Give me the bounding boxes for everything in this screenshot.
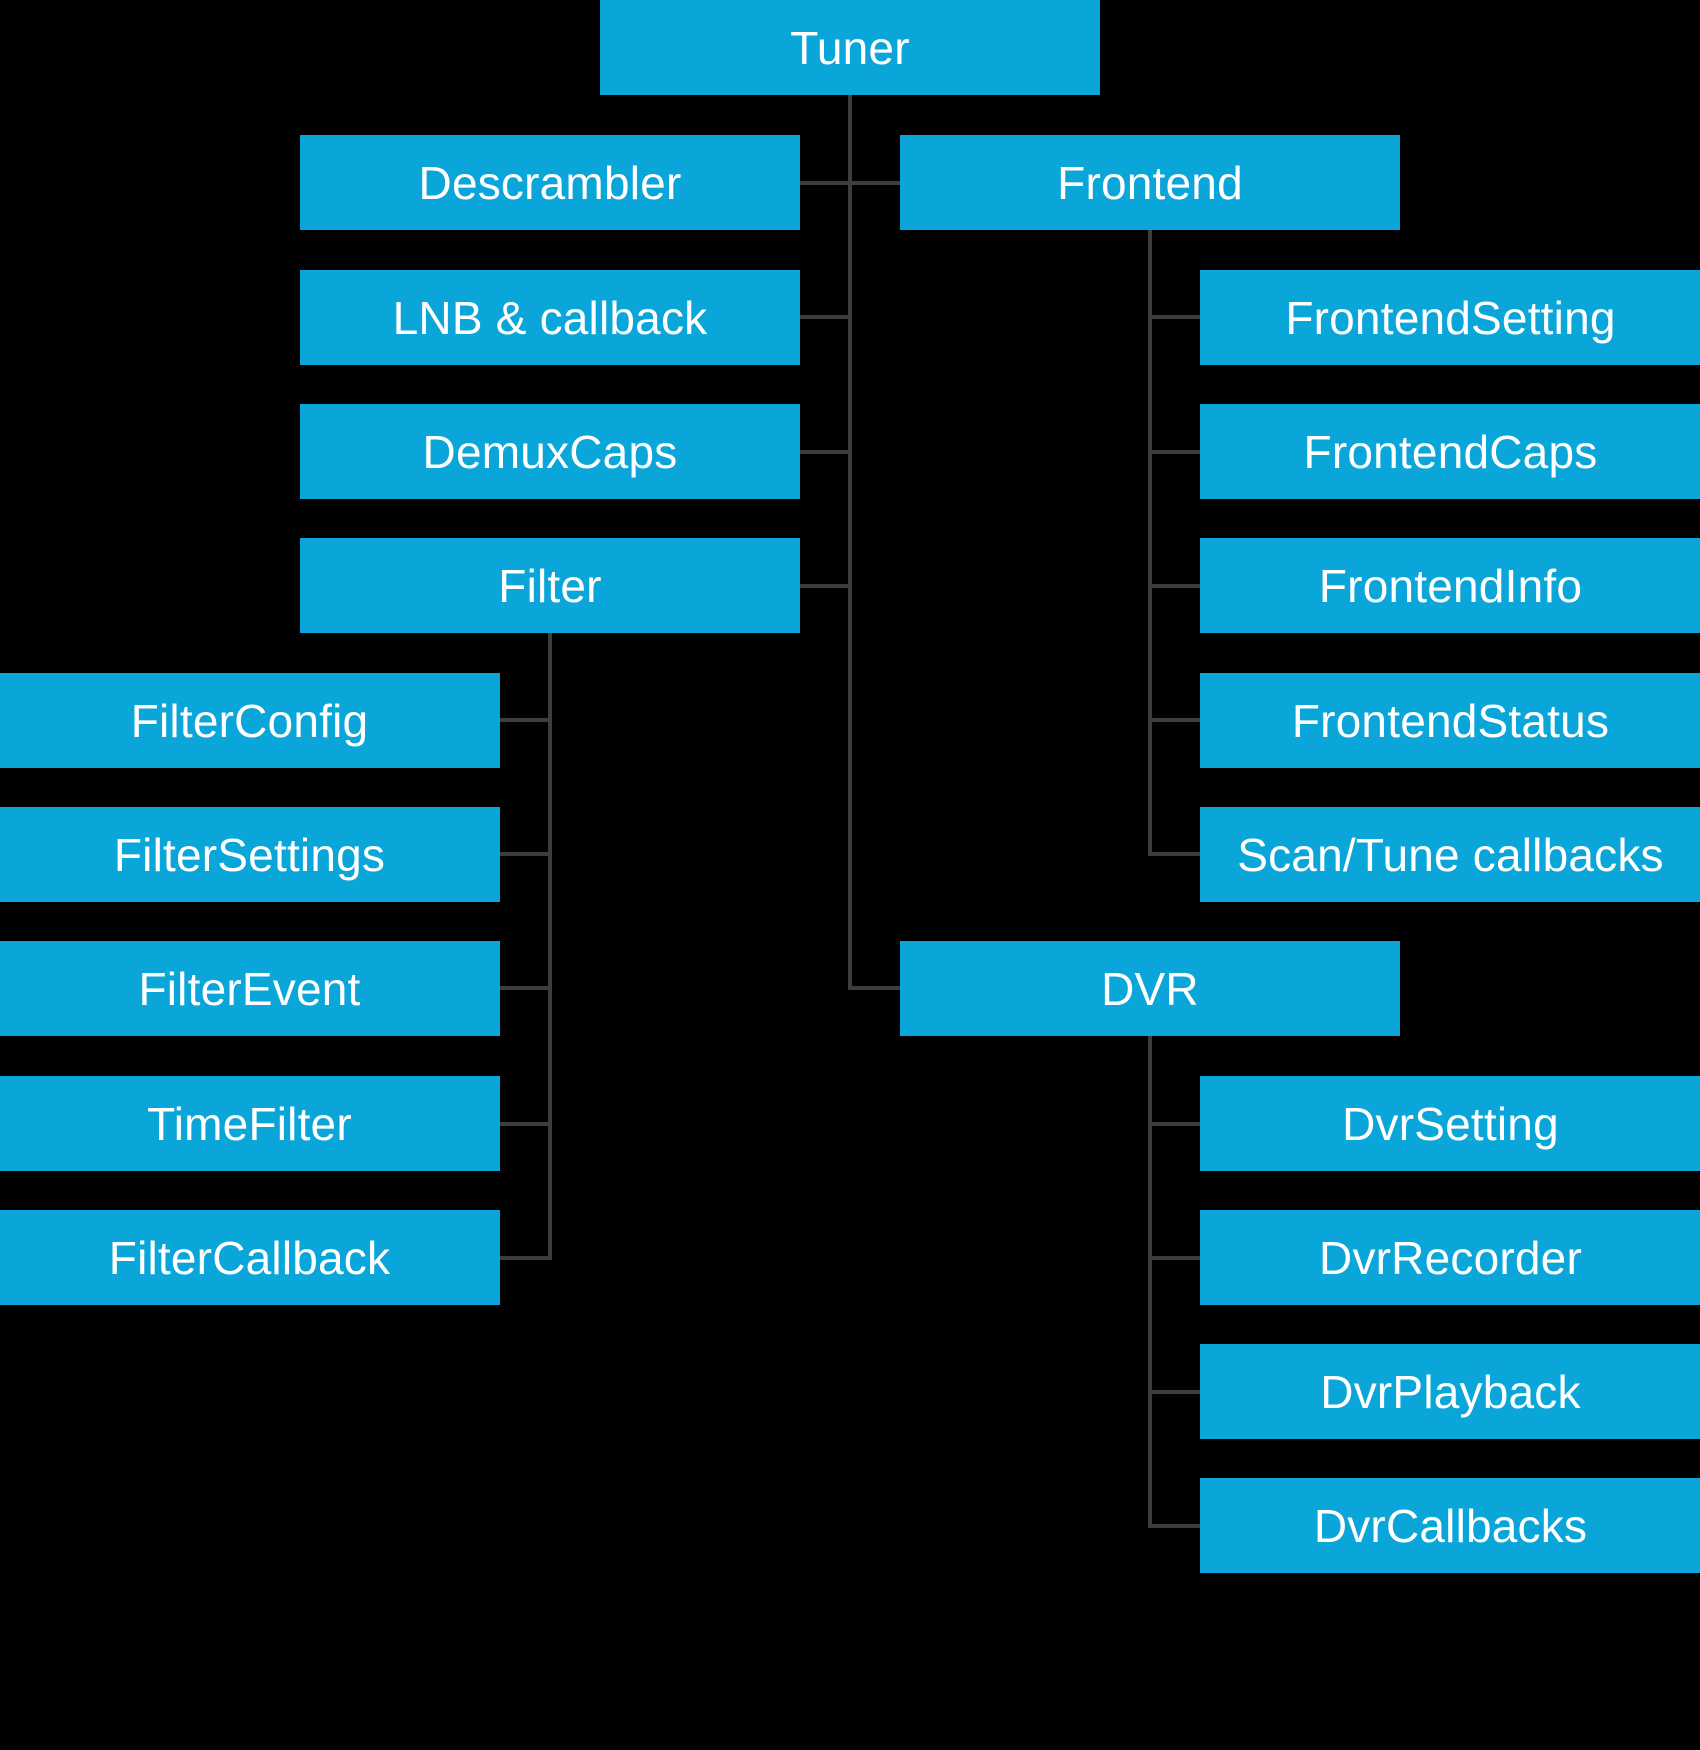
node-label-dvrrecorder: DvrRecorder (1319, 1231, 1582, 1284)
node-filtersettings[interactable]: FilterSettings (0, 807, 500, 902)
node-label-dvr: DVR (1101, 962, 1199, 1015)
connector-filter-spine (548, 633, 552, 1258)
node-label-frontendstatus: FrontendStatus (1291, 694, 1610, 747)
node-label-scantune-callbacks: Scan/Tune callbacks (1237, 828, 1664, 881)
connector-tuner-demuxcaps (800, 450, 852, 454)
node-frontendstatus[interactable]: FrontendStatus (1200, 673, 1700, 768)
connector-frontend-setting (1148, 315, 1204, 319)
node-timefilter[interactable]: TimeFilter (0, 1076, 500, 1171)
connector-tuner-lnb (800, 315, 852, 319)
node-filterevent[interactable]: FilterEvent (0, 941, 500, 1036)
node-label-dvrplayback: DvrPlayback (1320, 1365, 1581, 1418)
node-dvrrecorder[interactable]: DvrRecorder (1200, 1210, 1700, 1305)
connector-tuner-spine (848, 95, 852, 989)
node-label-filterconfig: FilterConfig (130, 694, 369, 747)
node-filter[interactable]: Filter (300, 538, 800, 633)
connector-filter-callback (500, 1256, 552, 1260)
node-label-filter: Filter (498, 559, 602, 612)
connector-frontend-caps (1148, 450, 1204, 454)
node-label-frontendcaps: FrontendCaps (1303, 425, 1598, 478)
node-dvrcallbacks[interactable]: DvrCallbacks (1200, 1478, 1700, 1573)
connector-frontend-scantune (1148, 852, 1204, 856)
node-label-demuxcaps: DemuxCaps (422, 425, 678, 478)
node-frontendsetting[interactable]: FrontendSetting (1200, 270, 1700, 365)
node-dvr[interactable]: DVR (900, 941, 1400, 1036)
connector-filter-event (500, 986, 552, 990)
node-filterconfig[interactable]: FilterConfig (0, 673, 500, 768)
connector-frontend-spine (1148, 230, 1152, 854)
node-scantune-callbacks[interactable]: Scan/Tune callbacks (1200, 807, 1700, 902)
node-label-timefilter: TimeFilter (147, 1097, 352, 1150)
node-frontendcaps[interactable]: FrontendCaps (1200, 404, 1700, 499)
node-label-dvrcallbacks: DvrCallbacks (1313, 1499, 1588, 1552)
connector-tuner-dvr (848, 986, 904, 990)
connector-dvr-spine (1148, 1036, 1152, 1526)
node-label-lnb-callback: LNB & callback (392, 291, 708, 344)
node-label-filtersettings: FilterSettings (113, 828, 386, 881)
node-label-tuner: Tuner (790, 21, 910, 74)
node-tuner[interactable]: Tuner (600, 0, 1100, 95)
connector-filter-config (500, 718, 552, 722)
connector-dvr-recorder (1148, 1256, 1204, 1260)
node-label-frontend: Frontend (1057, 156, 1243, 209)
node-lnb-callback[interactable]: LNB & callback (300, 270, 800, 365)
connector-dvr-callbacks (1148, 1524, 1204, 1528)
connector-tuner-descrambler (800, 181, 852, 185)
connector-dvr-playback (1148, 1390, 1204, 1394)
node-frontend[interactable]: Frontend (900, 135, 1400, 230)
connector-filter-timefilter (500, 1122, 552, 1126)
connector-tuner-filter (800, 584, 852, 588)
node-label-descrambler: Descrambler (418, 156, 682, 209)
connector-dvr-setting (1148, 1122, 1204, 1126)
connector-tuner-frontend (848, 181, 904, 185)
node-filtercallback[interactable]: FilterCallback (0, 1210, 500, 1305)
connector-frontend-status (1148, 718, 1204, 722)
node-frontendinfo[interactable]: FrontendInfo (1200, 538, 1700, 633)
node-label-filtercallback: FilterCallback (108, 1231, 391, 1284)
node-label-frontendsetting: FrontendSetting (1285, 291, 1616, 344)
node-label-frontendinfo: FrontendInfo (1318, 559, 1583, 612)
node-demuxcaps[interactable]: DemuxCaps (300, 404, 800, 499)
node-dvrsetting[interactable]: DvrSetting (1200, 1076, 1700, 1171)
node-label-dvrsetting: DvrSetting (1342, 1097, 1559, 1150)
connector-frontend-info (1148, 584, 1204, 588)
node-label-filterevent: FilterEvent (138, 962, 361, 1015)
connector-filter-settings (500, 852, 552, 856)
node-descrambler[interactable]: Descrambler (300, 135, 800, 230)
node-dvrplayback[interactable]: DvrPlayback (1200, 1344, 1700, 1439)
